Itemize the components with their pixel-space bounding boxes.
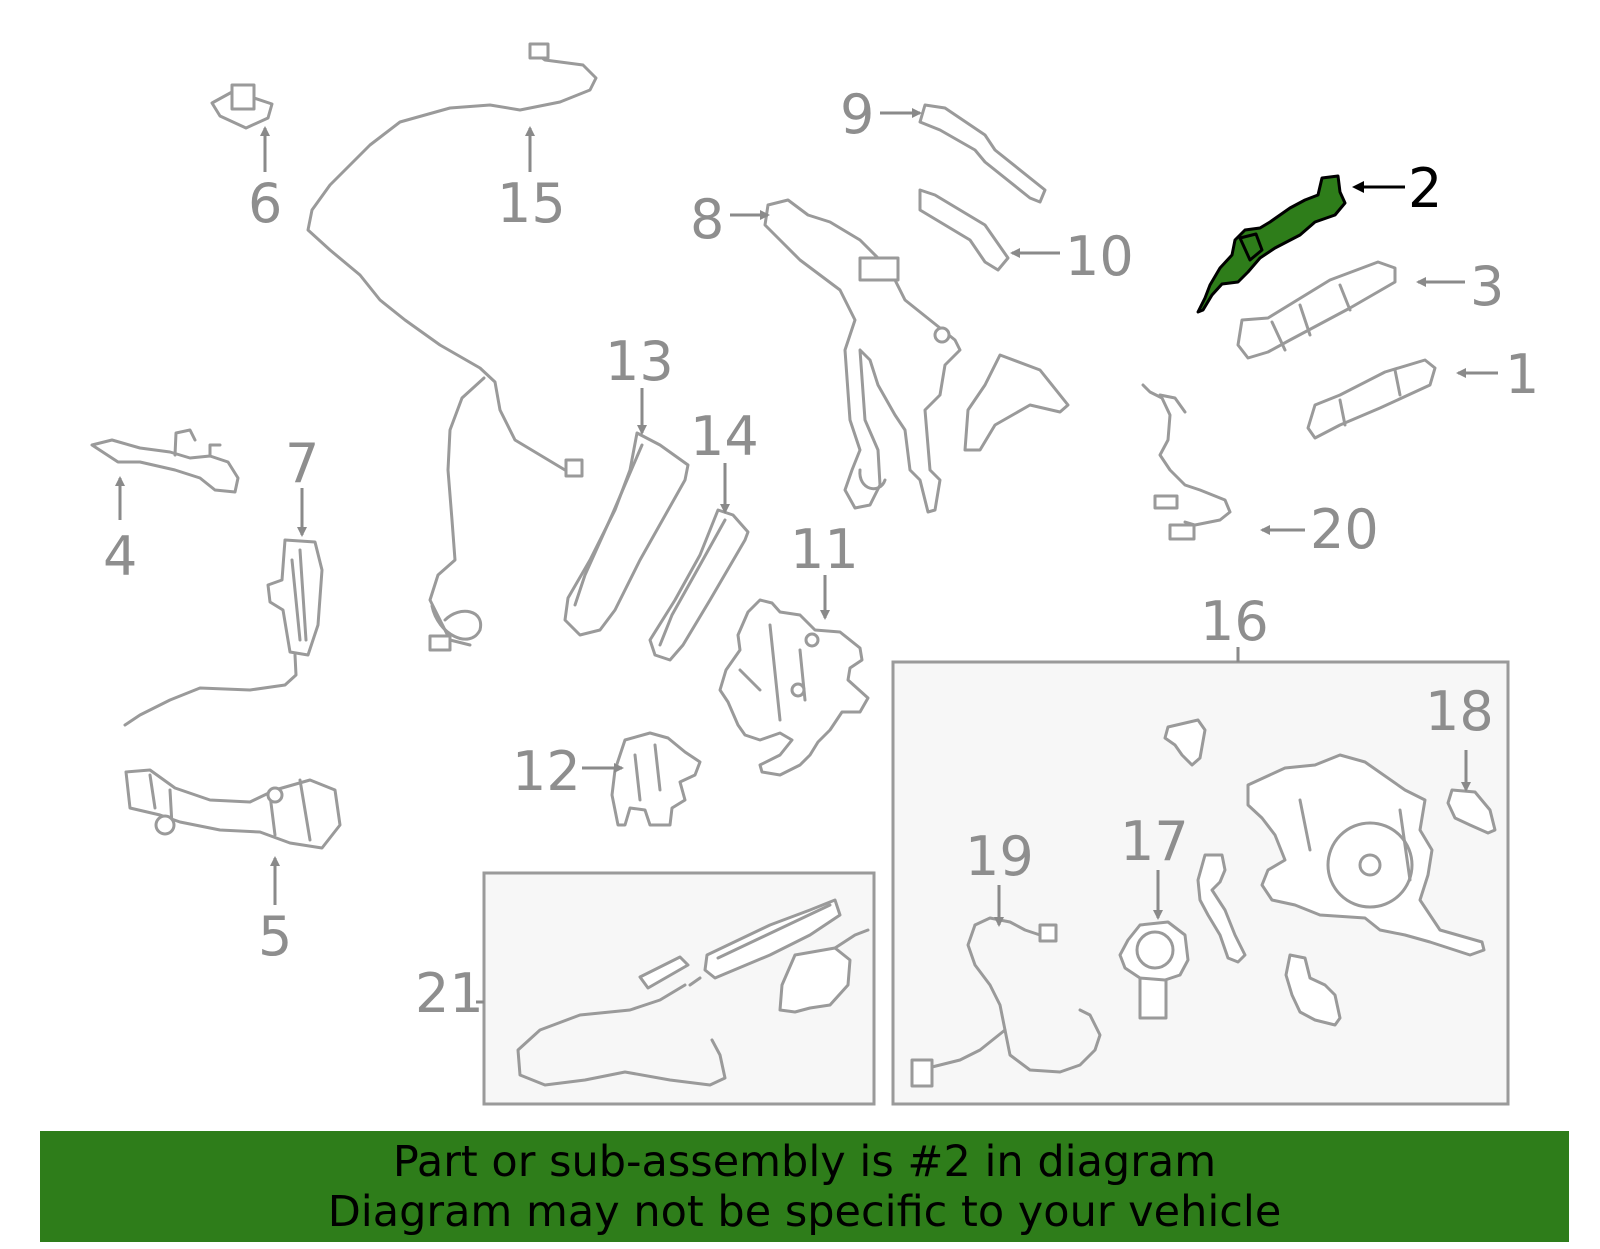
part-4[interactable] xyxy=(90,428,240,494)
callout-9: 9 xyxy=(840,83,874,146)
part-16-bracket-small[interactable] xyxy=(1163,718,1207,767)
part-10[interactable] xyxy=(918,188,1010,272)
part-3[interactable] xyxy=(1236,260,1397,360)
callout-6: 6 xyxy=(248,172,282,235)
callout-1: 1 xyxy=(1505,343,1539,406)
part-16-motor-frame[interactable] xyxy=(1246,753,1486,957)
part-7[interactable] xyxy=(123,538,324,727)
callout-16: 16 xyxy=(1200,590,1269,653)
part-21-cable[interactable] xyxy=(516,976,727,1087)
leader-lines xyxy=(115,108,1498,1004)
callout-14: 14 xyxy=(690,405,759,468)
part-9[interactable] xyxy=(918,103,1047,204)
callout-15: 15 xyxy=(497,172,566,235)
callout-13: 13 xyxy=(605,330,674,393)
part-20[interactable] xyxy=(1141,383,1232,541)
info-banner: Part or sub-assembly is #2 in diagram Di… xyxy=(40,1131,1569,1242)
part-16-plate[interactable] xyxy=(1284,953,1342,1027)
part-18[interactable] xyxy=(1446,788,1497,835)
callouts: 1 2 3 4 5 6 7 8 9 10 11 12 13 14 15 16 1… xyxy=(103,83,1539,1025)
callout-8: 8 xyxy=(690,188,724,251)
callout-18: 18 xyxy=(1425,680,1494,743)
part-21-small-bar[interactable] xyxy=(638,955,690,990)
part-11[interactable] xyxy=(718,598,870,777)
part-21-channel[interactable] xyxy=(703,898,842,980)
callout-21: 21 xyxy=(415,962,484,1025)
callout-19: 19 xyxy=(965,825,1034,888)
callout-7: 7 xyxy=(285,432,319,495)
callout-17: 17 xyxy=(1120,810,1189,873)
part-6[interactable] xyxy=(210,83,274,130)
part-5[interactable] xyxy=(124,768,342,850)
banner-line-2: Diagram may not be specific to your vehi… xyxy=(327,1187,1282,1237)
part-15[interactable] xyxy=(306,42,598,652)
part-14[interactable] xyxy=(648,508,750,662)
callout-11: 11 xyxy=(790,518,859,581)
part-16-link[interactable] xyxy=(1196,853,1247,964)
callout-20: 20 xyxy=(1310,498,1379,561)
part-2-highlighted[interactable] xyxy=(1196,174,1347,314)
part-12[interactable] xyxy=(610,731,702,827)
part-1[interactable] xyxy=(1306,358,1437,440)
callout-12: 12 xyxy=(512,740,581,803)
callout-10: 10 xyxy=(1065,225,1134,288)
callout-3: 3 xyxy=(1470,255,1504,318)
part-19[interactable] xyxy=(910,916,1102,1088)
callout-2: 2 xyxy=(1408,157,1442,220)
part-8[interactable] xyxy=(763,198,1070,514)
part-13[interactable] xyxy=(563,431,690,637)
banner-line-1: Part or sub-assembly is #2 in diagram xyxy=(392,1137,1217,1187)
callout-5: 5 xyxy=(258,905,292,968)
part-21-bracket[interactable] xyxy=(778,928,870,1014)
part-17[interactable] xyxy=(1118,920,1190,1020)
callout-4: 4 xyxy=(103,525,137,588)
